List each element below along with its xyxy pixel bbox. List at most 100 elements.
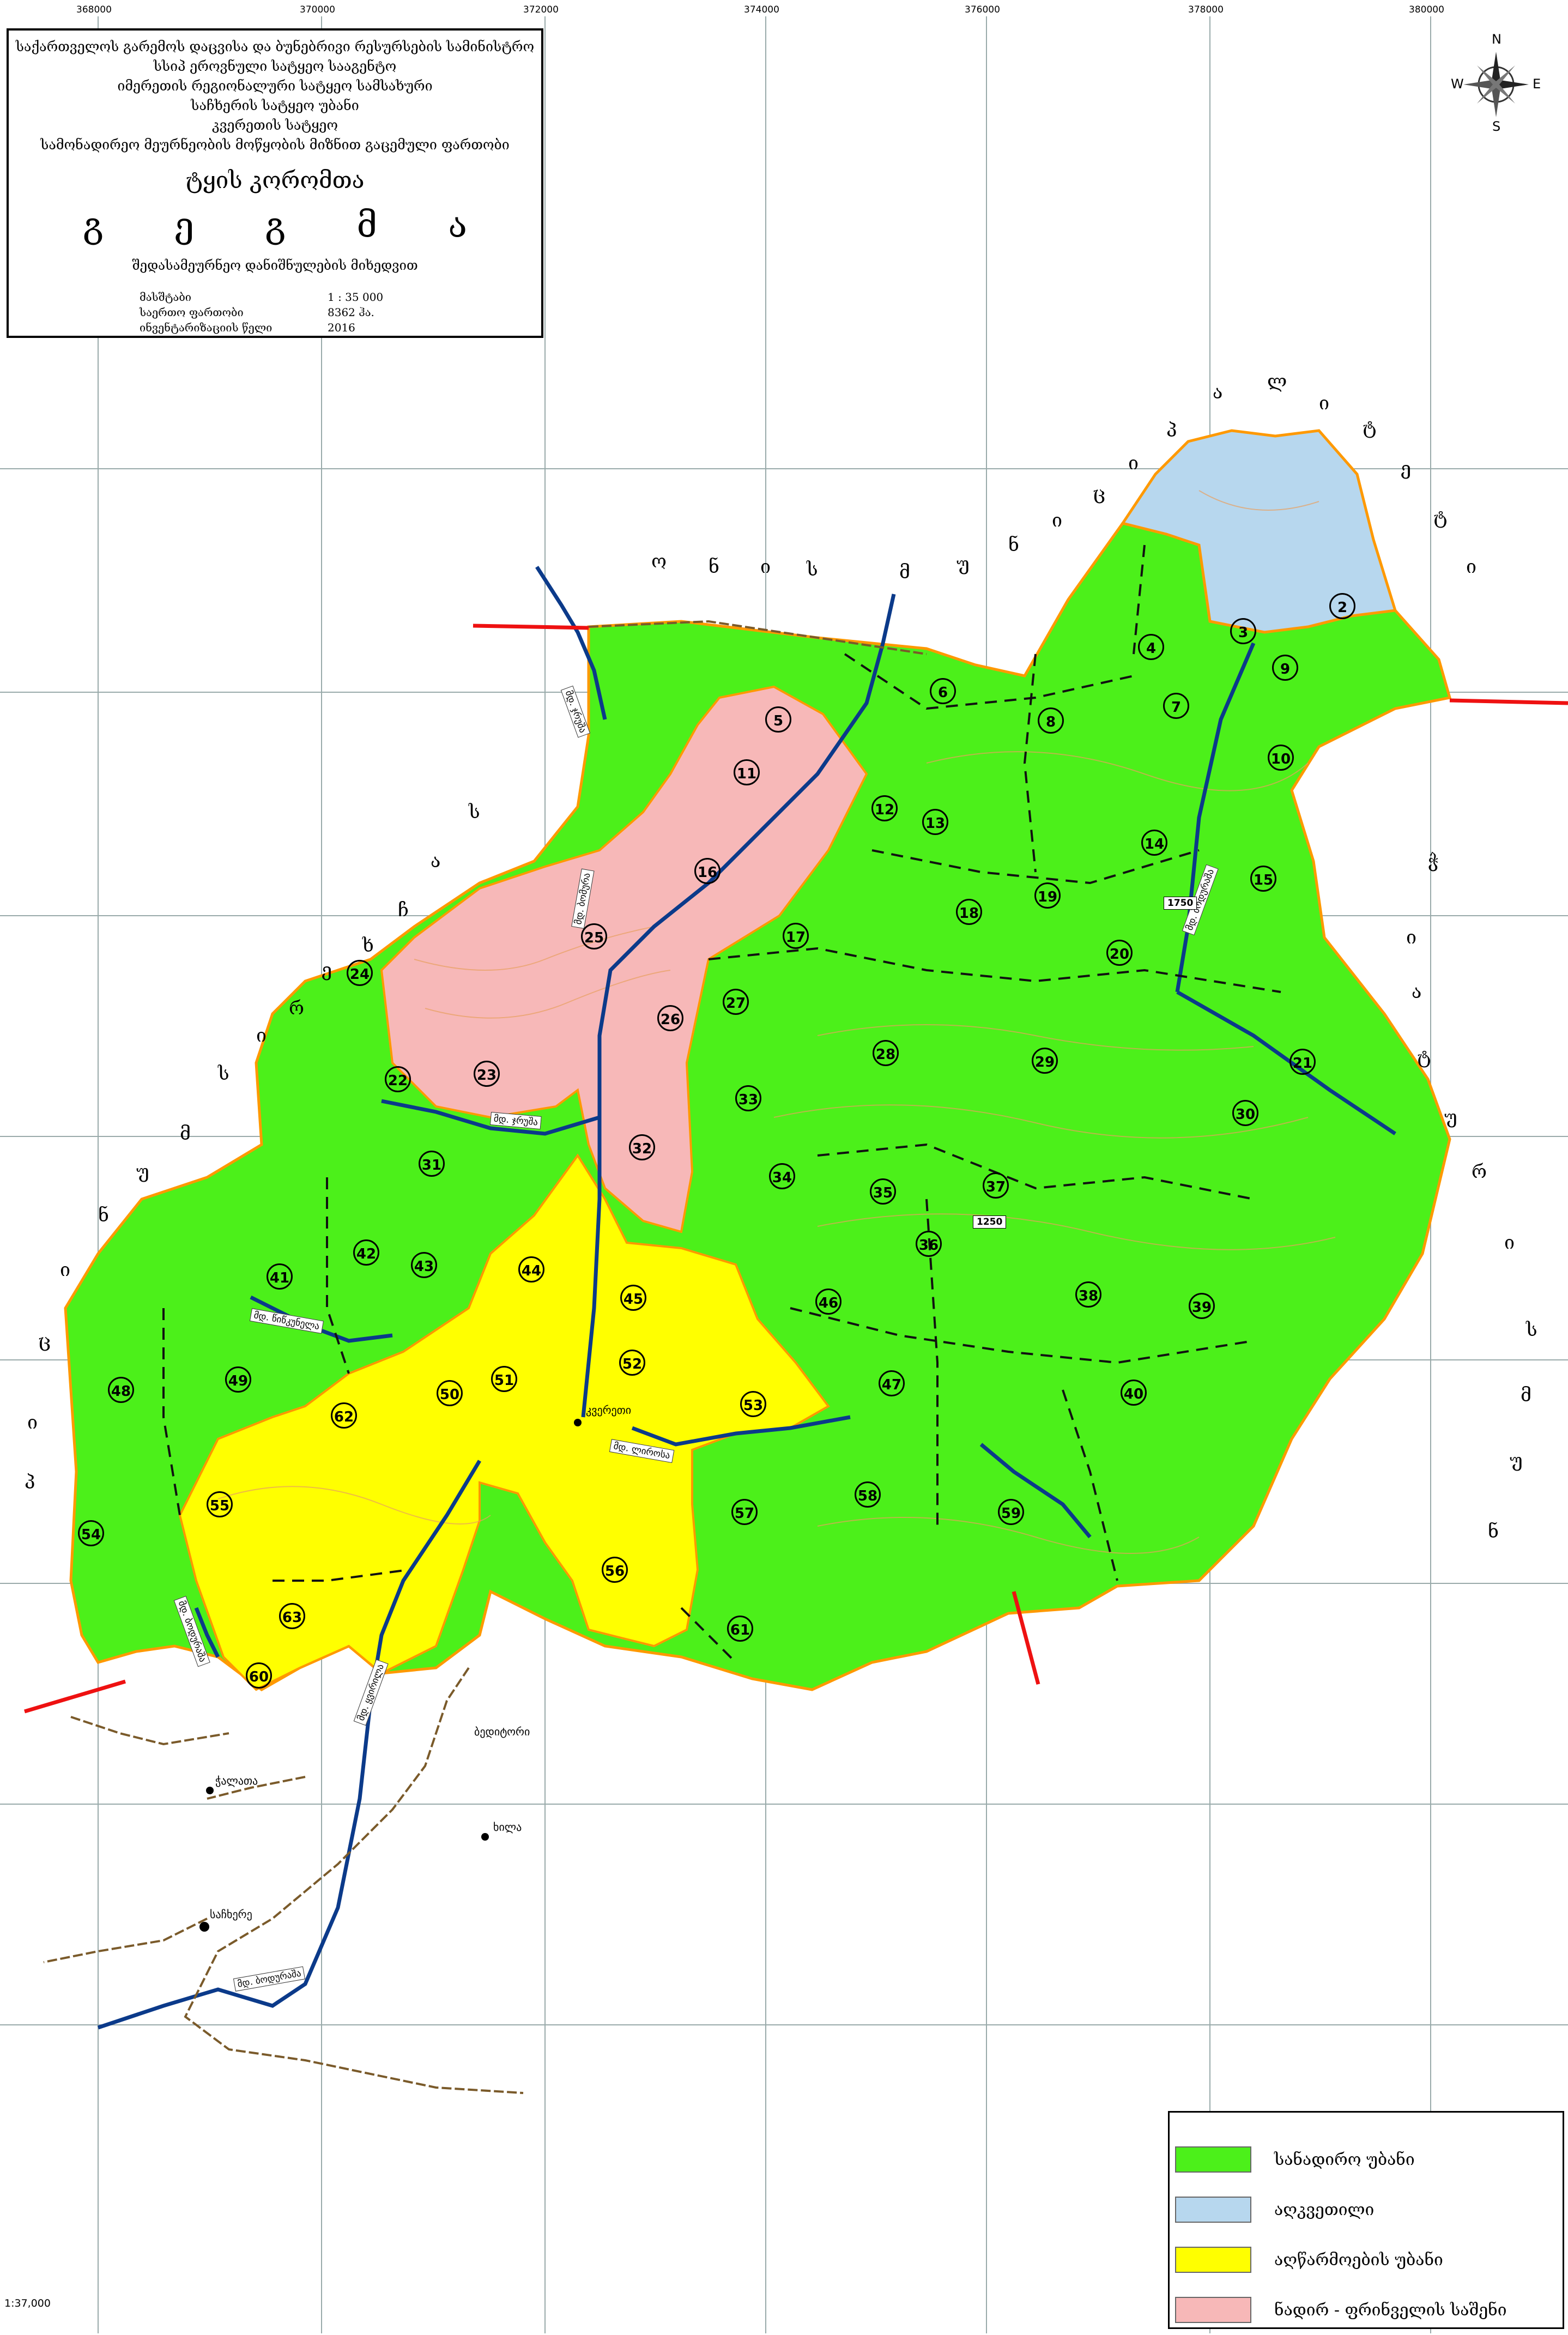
border-letter: ს: [807, 559, 818, 580]
compartment-number: 19: [1034, 882, 1061, 909]
compartment-number: 52: [619, 1350, 645, 1376]
meta-key: საერთო ფართობი: [140, 306, 244, 319]
legend-swatch: [1175, 2146, 1251, 2173]
compartment-number: 54: [78, 1520, 104, 1546]
border-letter: ც: [38, 1330, 51, 1352]
compartment-number: 46: [815, 1289, 841, 1315]
title-line: იმერეთის რეგიონალური სატყეო სამსახური: [117, 78, 433, 94]
compartment-number: 63: [279, 1603, 305, 1629]
border-letter: ტ: [1417, 1046, 1431, 1068]
compartment-number: 57: [731, 1499, 758, 1525]
compartment-number: 29: [1032, 1048, 1058, 1074]
meta-key: მასშტაბი: [140, 291, 191, 304]
restoration-zone: [178, 1153, 830, 1691]
roads: [43, 620, 927, 2094]
title-block: საქართველოს გარემოს დაცვისა და ბუნებრივი…: [7, 28, 543, 338]
legend-item: ნადირ - ფრინველის საშენი: [1175, 2285, 1563, 2335]
border-letter: რ: [1472, 1161, 1487, 1183]
title-line: სამონადირეო მეურნეობის მოწყობის მიზნით გ…: [40, 137, 510, 153]
settlement-label: საჩხერე: [210, 1908, 252, 1921]
compass-south-label: S: [1492, 119, 1501, 134]
compartment-number: 7: [1163, 693, 1189, 719]
compass-east-label: E: [1533, 76, 1541, 92]
compartment-number: 44: [518, 1256, 544, 1283]
compartment-number: 5: [765, 706, 791, 733]
border-letter: რ: [289, 997, 305, 1019]
elevation-mark: 1750: [1164, 897, 1197, 910]
title-line: საჩხერის სატყეო უბანი: [191, 98, 359, 113]
main-title: ტყის კორომთა: [185, 167, 365, 193]
compartment-number: 26: [657, 1005, 683, 1031]
border-letter: ლ: [1267, 371, 1287, 392]
compartment-number: 30: [1232, 1100, 1258, 1126]
title-line: კვერეთის სატყეო: [211, 117, 338, 133]
border-letter: ი: [1466, 556, 1477, 578]
compass-west-label: W: [1451, 76, 1464, 92]
compartment-number: 33: [735, 1085, 761, 1111]
border-letter: ც: [1093, 482, 1105, 504]
border-letter: უ: [136, 1161, 149, 1183]
coord-label-x: 380000: [1409, 4, 1444, 15]
compartment-number: 16: [694, 858, 721, 884]
border-letter: ნ: [709, 556, 719, 578]
legend: სანადირო უბანი აღკვეთილი აღწარმოების უბა…: [1168, 2111, 1564, 2329]
legend-swatch: [1175, 2247, 1251, 2273]
border-letter: პ: [25, 1472, 35, 1493]
meta-value: 1 : 35 000: [328, 291, 384, 304]
compass-icon: [1463, 52, 1529, 117]
compartment-number: 22: [385, 1066, 411, 1092]
legend-label: ნადირ - ფრინველის საშენი: [1274, 2300, 1507, 2320]
compartment-number: 35: [870, 1178, 896, 1205]
border-letter: ტ: [1363, 417, 1377, 439]
external-boundary-lines: [24, 624, 1568, 1714]
border-letter: ტ: [1433, 507, 1448, 529]
compartment-number: 4: [1138, 634, 1164, 660]
compartment-number: 21: [1289, 1049, 1316, 1075]
coord-label-x: 372000: [523, 4, 559, 15]
border-letter: ი: [27, 1412, 38, 1433]
compartment-number: 62: [331, 1402, 357, 1429]
border-letter: ნ: [98, 1205, 109, 1226]
compartment-number: 9: [1272, 655, 1298, 681]
border-letter: მ: [899, 561, 910, 583]
border-letter: ი: [760, 556, 771, 578]
compartment-number: 14: [1141, 830, 1167, 856]
border-letter: ე: [322, 959, 332, 981]
border-letter: ჭ: [1428, 850, 1439, 872]
compartment-number: 49: [225, 1366, 251, 1393]
border-letter: ი: [1504, 1232, 1515, 1254]
compartment-number: 53: [740, 1391, 766, 1417]
settlement-markers: [199, 1419, 582, 1932]
border-letter: ი: [1319, 392, 1330, 414]
legend-swatch: [1175, 2197, 1251, 2223]
legend-item: სანადირო უბანი: [1175, 2134, 1563, 2185]
legend-label: სანადირო უბანი: [1274, 2150, 1415, 2169]
subtitle: შედასამეურნეო დანიშნულების მიხედვით: [132, 258, 418, 273]
rivers: [97, 566, 1396, 2030]
meta-key: ინვენტარიზაციის წელი: [140, 321, 273, 334]
settlement-label: კვერეთი: [586, 1404, 632, 1417]
compartment-number: 2: [1329, 593, 1355, 619]
coord-label-x: 376000: [965, 4, 1000, 15]
compartment-number: 41: [267, 1263, 293, 1290]
compartment-number: 34: [769, 1163, 795, 1189]
title-line: საქართველოს გარემოს დაცვისა და ბუნებრივი…: [15, 39, 535, 55]
breeding-zone: [380, 685, 868, 1233]
elevation-mark: 1250: [973, 1215, 1007, 1229]
settlement-label: ჭალათა: [215, 1774, 258, 1787]
compartment-number: 45: [620, 1285, 646, 1311]
compartment-number: 61: [727, 1616, 753, 1642]
compartment-number: 20: [1106, 940, 1133, 966]
compartment-number: 3: [1230, 618, 1256, 644]
compartment-number: 51: [491, 1366, 517, 1392]
legend-swatch: [1175, 2297, 1251, 2323]
compartment-number: 48: [108, 1377, 134, 1403]
border-letter: ა: [1412, 981, 1422, 1003]
border-letter: ა: [1213, 382, 1223, 403]
compartment-number: 32: [629, 1134, 655, 1160]
coord-label-x: 378000: [1188, 4, 1224, 15]
border-letter: ნ: [1488, 1521, 1499, 1542]
border-letter: ი: [60, 1259, 71, 1281]
compartment-number: 42: [353, 1239, 379, 1266]
